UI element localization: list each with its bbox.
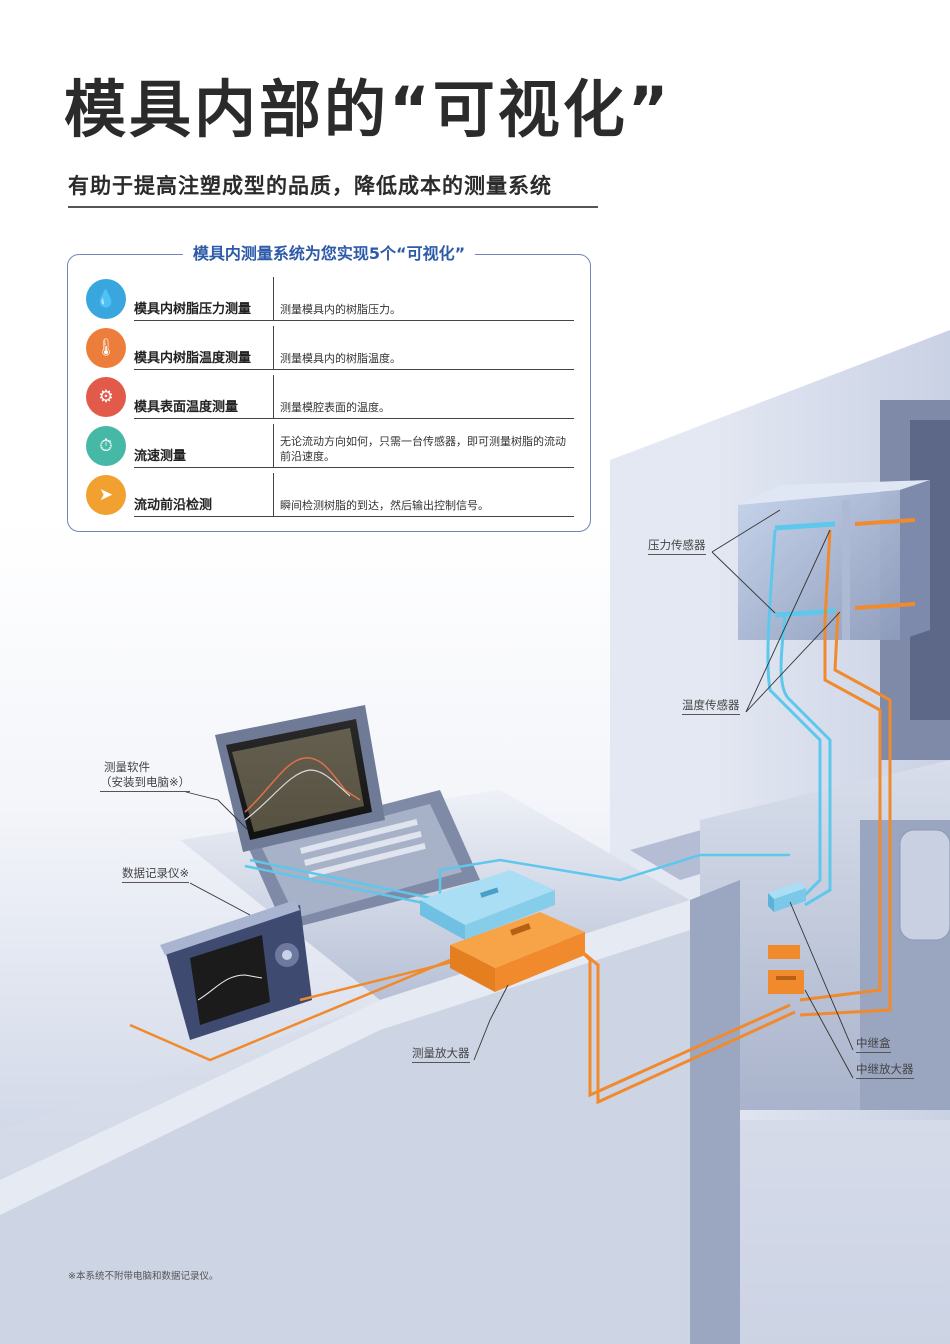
flow-front-icon: ➤ [86, 475, 126, 515]
pressure-sensor-label: 压力传感器 [648, 538, 706, 555]
feature-desc: 测量模具内的树脂压力。 [280, 303, 401, 316]
feature-row-flow-front: ➤ 流动前沿检测 瞬间检测树脂的到达，然后输出控制信号。 [86, 473, 574, 517]
temperature-sensor-label: 温度传感器 [682, 698, 740, 715]
row-rule [134, 320, 574, 321]
page-title: 模具内部的“可视化” [64, 73, 672, 146]
row-rule [134, 516, 574, 517]
relay-amplifier-label: 中继放大器 [856, 1062, 914, 1079]
divider [273, 424, 274, 468]
feature-name: 流动前沿检测 [134, 498, 213, 513]
visualization-panel: 模具内测量系统为您实现5个“可视化” 💧 模具内树脂压力测量 测量模具内的树脂压… [67, 243, 591, 532]
row-rule [134, 369, 574, 370]
feature-row-flow-speed: ⏱ 流速测量 无论流动方向如何，只需一台传感器，即可测量树脂的流动前沿速度。 [86, 424, 574, 468]
feature-desc: 测量模腔表面的温度。 [280, 401, 390, 414]
divider [273, 326, 274, 370]
amplifier-label: 测量放大器 [412, 1046, 470, 1063]
feature-name: 流速测量 [134, 449, 187, 464]
data-logger-label: 数据记录仪※ [122, 866, 190, 883]
feature-desc: 无论流动方向如何，只需一台传感器，即可测量树脂的流动前沿速度。 [280, 435, 566, 463]
feature-row-surface-temperature: ⚙ 模具表面温度测量 测量模腔表面的温度。 [86, 375, 574, 419]
feature-row-resin-temperature: 🌡 模具内树脂温度测量 测量模具内的树脂温度。 [86, 326, 574, 370]
feature-desc: 测量模具内的树脂温度。 [280, 352, 401, 365]
relay-box-label: 中继盒 [856, 1036, 891, 1053]
divider [273, 277, 274, 321]
feature-desc: 瞬间检测树脂的到达，然后输出控制信号。 [280, 499, 489, 512]
feature-name: 模具内树脂压力测量 [134, 302, 252, 317]
software-label-line1: 测量软件 [104, 760, 150, 774]
row-rule [134, 467, 574, 468]
feature-name: 模具内树脂温度测量 [134, 351, 252, 366]
surface-temperature-icon: ⚙ [86, 377, 126, 417]
row-rule [134, 418, 574, 419]
software-label-line2: （安装到电脑※） [100, 775, 191, 792]
resin-pressure-icon: 💧 [86, 279, 126, 319]
divider [273, 473, 274, 517]
divider [273, 375, 274, 419]
feature-row-resin-pressure: 💧 模具内树脂压力测量 测量模具内的树脂压力。 [86, 277, 574, 321]
feature-name: 模具表面温度测量 [134, 400, 239, 415]
flow-speed-icon: ⏱ [86, 426, 126, 466]
resin-temperature-icon: 🌡 [86, 328, 126, 368]
footnote: ※本系统不附带电脑和数据记录仪。 [68, 1271, 219, 1282]
panel-title: 模具内测量系统为您实现5个“可视化” [182, 243, 476, 265]
page-subtitle: 有助于提高注塑成型的品质，降低成本的测量系统 [68, 170, 598, 208]
